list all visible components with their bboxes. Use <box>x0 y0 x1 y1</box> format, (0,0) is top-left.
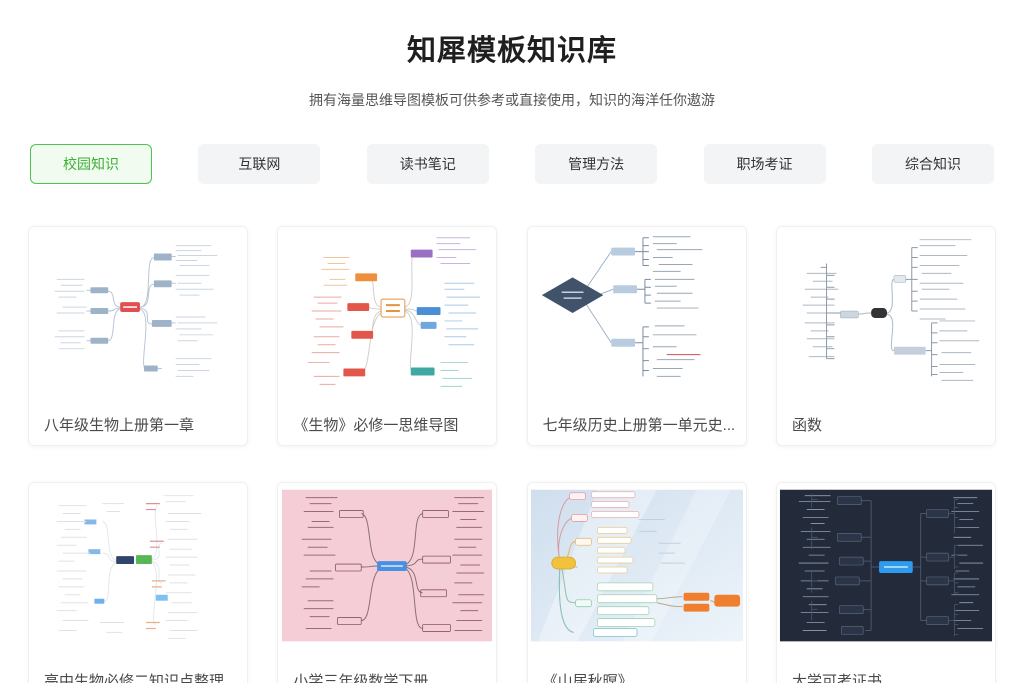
mindmap-thumbnail <box>29 227 247 402</box>
tab-internet[interactable]: 互联网 <box>198 144 321 184</box>
card-title: 小学三年级数学下册 <box>293 673 429 683</box>
page-subtitle: 拥有海量思维导图模板可供参考或直接使用，知识的海洋任你遨游 <box>309 92 715 108</box>
card-title: 高中生物必修二知识点整理 <box>44 673 225 683</box>
tab-reading-notes[interactable]: 读书笔记 <box>366 144 489 184</box>
category-tabs: 校园知识 互联网 读书笔记 管理方法 职场考证 综合知识 <box>0 144 1024 184</box>
mindmap-thumbnail <box>527 483 746 658</box>
template-card[interactable]: 《山居秋暝》 <box>526 482 747 683</box>
card-title: 七年级历史上册第一单元史... <box>542 417 736 434</box>
card-title: 大学可考证书 <box>791 673 882 683</box>
mindmap-thumbnail <box>29 483 247 658</box>
card-title: 八年级生物上册第一章 <box>44 417 195 434</box>
template-card[interactable]: 大学可考证书 <box>775 482 996 683</box>
tab-management-methods[interactable]: 管理方法 <box>535 144 658 184</box>
page-title: 知犀模板知识库 <box>406 35 617 67</box>
template-card[interactable]: 高中生物必修二知识点整理 <box>28 482 248 683</box>
template-card[interactable]: 《生物》必修一思维导图 <box>277 226 498 446</box>
tab-career-certification[interactable]: 职场考证 <box>703 144 826 184</box>
mindmap-thumbnail <box>278 227 497 402</box>
mindmap-thumbnail <box>776 227 995 402</box>
card-title: 函数 <box>791 417 822 434</box>
tab-general-knowledge[interactable]: 综合知识 <box>871 144 994 184</box>
mindmap-thumbnail <box>527 227 746 402</box>
template-card[interactable]: 小学三年级数学下册 <box>277 482 498 683</box>
mindmap-thumbnail <box>776 483 995 658</box>
template-card[interactable]: 七年级历史上册第一单元史... <box>526 226 747 446</box>
template-card[interactable]: 八年级生物上册第一章 <box>28 226 248 446</box>
template-card[interactable]: 函数 <box>775 226 996 446</box>
card-title: 《生物》必修一思维导图 <box>293 417 459 434</box>
mindmap-thumbnail <box>278 483 497 658</box>
tab-campus-knowledge[interactable]: 校园知识 <box>30 144 152 184</box>
template-card-grid: 八年级生物上册第一章 <box>0 226 1024 683</box>
page-header: 知犀模板知识库 拥有海量思维导图模板可供参考或直接使用，知识的海洋任你遨游 <box>0 0 1024 110</box>
card-title: 《山居秋暝》 <box>542 673 633 683</box>
